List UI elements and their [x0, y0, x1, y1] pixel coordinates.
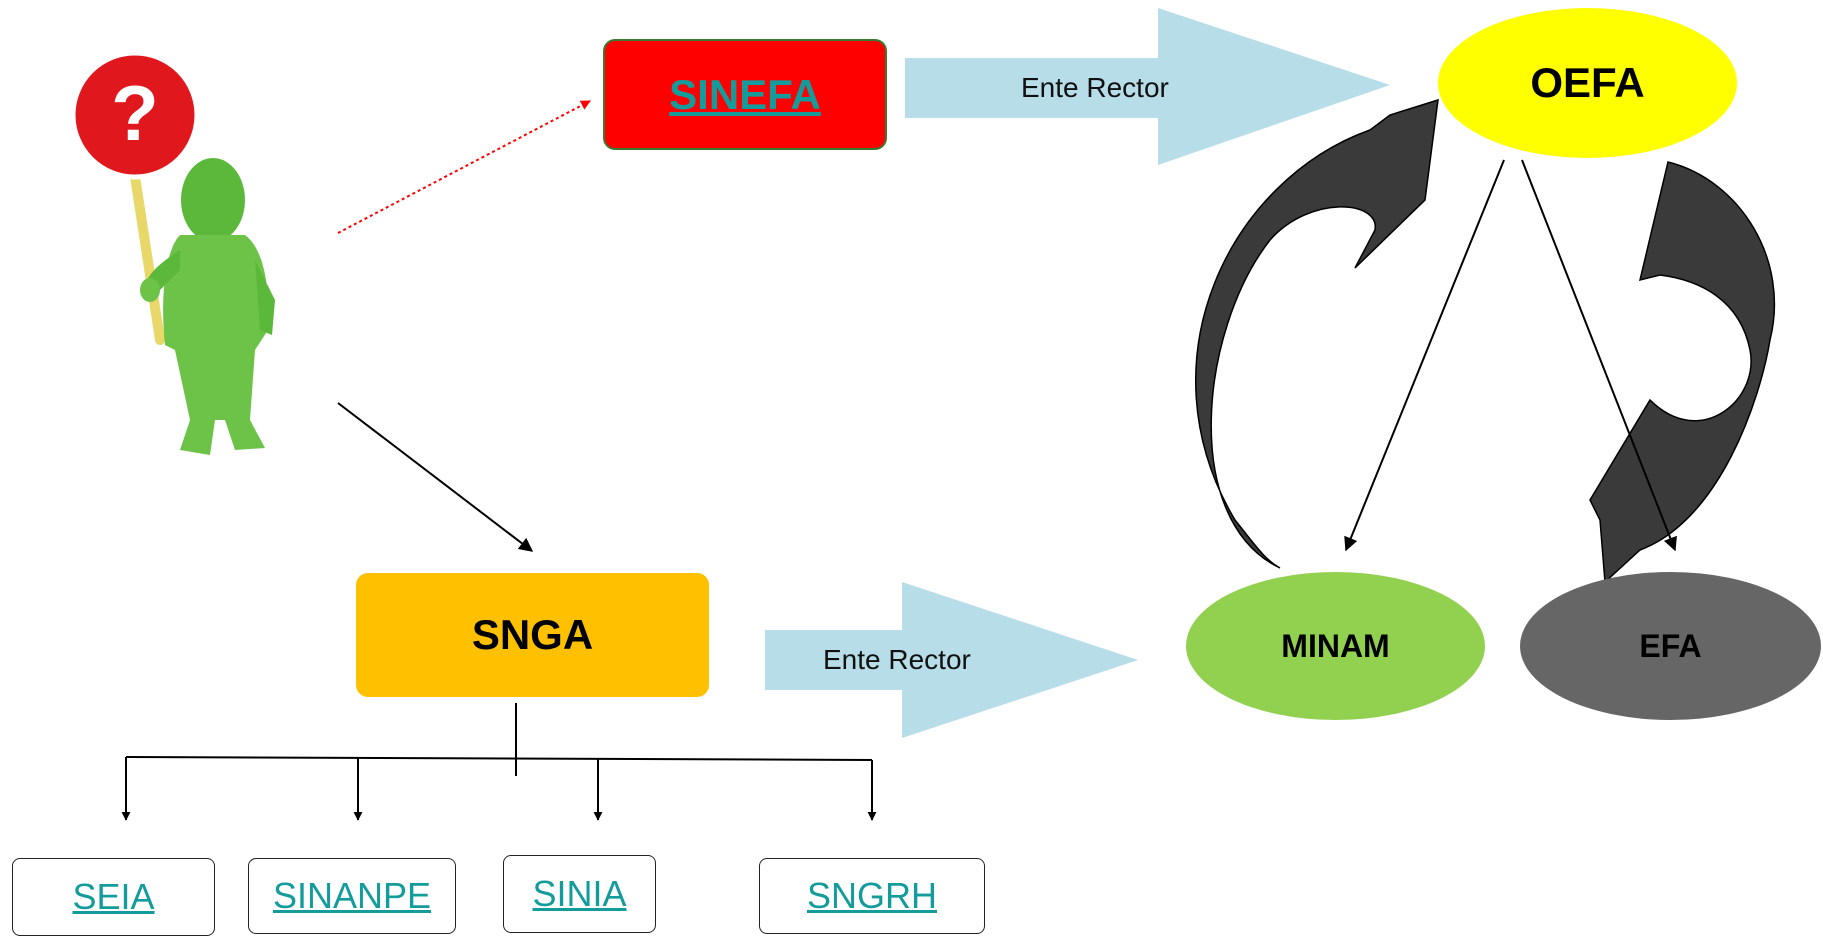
snga-tree-connectors: [121, 703, 877, 821]
svg-text:?: ?: [111, 69, 159, 157]
snga-node: SNGA: [356, 573, 709, 697]
sinefa-node[interactable]: SINEFA: [603, 39, 887, 150]
arrow-to-snga: [337, 402, 534, 552]
minam-node: MINAM: [1186, 572, 1485, 720]
sinia-link[interactable]: SINIA: [532, 873, 627, 914]
oefa-node: OEFA: [1438, 8, 1737, 158]
sngrh-node[interactable]: SNGRH: [759, 858, 985, 934]
sngrh-link[interactable]: SNGRH: [806, 875, 937, 916]
arrow-to-sinefa: [337, 100, 591, 234]
seia-node[interactable]: SEIA: [12, 858, 215, 936]
arrow-oefa-to-efa: [1521, 159, 1677, 552]
sinanpe-link[interactable]: SINANPE: [272, 875, 432, 916]
question-sign-figure-icon: ?: [70, 50, 275, 455]
efa-label: EFA: [1639, 627, 1702, 664]
sinia-node[interactable]: SINIA: [503, 855, 656, 933]
minam-label: MINAM: [1281, 627, 1390, 664]
block-arrow-bottom: [765, 582, 1138, 738]
top-arrow-label: Ente Rector: [1021, 72, 1169, 103]
snga-label: SNGA: [471, 611, 594, 658]
arrow-oefa-to-minam: [1344, 159, 1505, 552]
bottom-arrow-label: Ente Rector: [823, 644, 971, 675]
sinefa-link[interactable]: SINEFA: [669, 70, 821, 118]
sinanpe-node[interactable]: SINANPE: [248, 858, 456, 934]
block-arrow-top: [905, 8, 1390, 165]
cycle-curved-arrows: [1194, 98, 1776, 584]
efa-node: EFA: [1520, 572, 1821, 720]
oefa-label: OEFA: [1530, 59, 1645, 106]
seia-link[interactable]: SEIA: [72, 876, 155, 917]
